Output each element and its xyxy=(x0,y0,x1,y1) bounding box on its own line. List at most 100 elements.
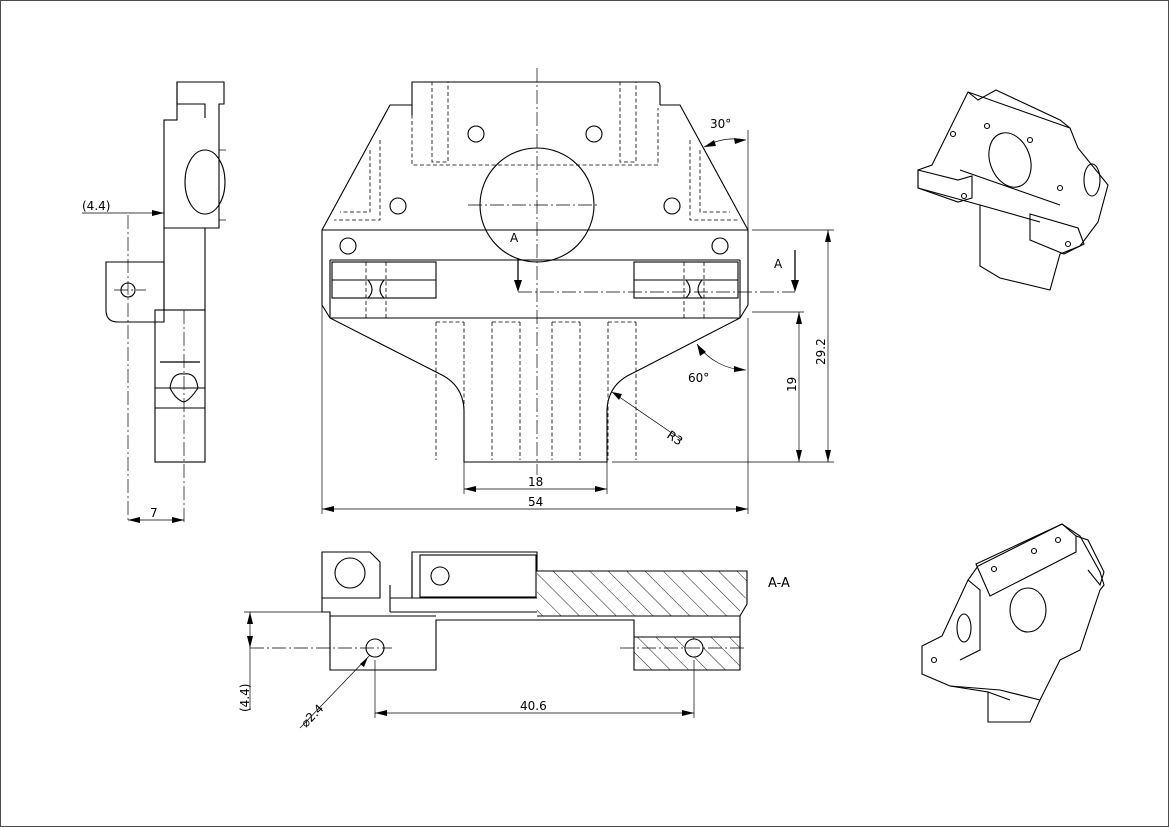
iso-top-edges xyxy=(959,169,1061,223)
hidden-pocket-top xyxy=(411,108,659,166)
side-view-step xyxy=(176,82,206,118)
iso-top-bore xyxy=(988,132,1032,188)
iso-top-hole xyxy=(983,122,991,130)
hidden-left-pocket xyxy=(334,140,381,221)
iso-bottom-hole xyxy=(930,656,938,664)
side-view-lower-body xyxy=(154,309,206,463)
hidden-right-pocket xyxy=(689,140,738,221)
dim-side-offset-label: (4.4) xyxy=(82,199,110,213)
dim-arrow xyxy=(734,366,746,372)
dim-lower-height-label: 19 xyxy=(785,377,799,392)
rail-left-groove xyxy=(367,279,385,299)
dim-arrow xyxy=(796,450,802,462)
dim-arrow xyxy=(704,140,716,147)
cut-marker-left: A xyxy=(510,231,519,245)
hidden-slot-left xyxy=(431,81,449,163)
section-label: A-A xyxy=(768,576,790,591)
dim-section-offset-label: (4.4) xyxy=(238,684,252,712)
hole-top-right xyxy=(585,125,603,143)
slot-4 xyxy=(607,321,637,460)
iso-top-ridge xyxy=(967,89,1071,129)
dim-arrow xyxy=(247,612,253,624)
dim-diameter-label: ⌀2.4 xyxy=(298,701,326,730)
iso-bottom-top-block xyxy=(975,523,1077,597)
dim-arrow xyxy=(825,230,831,242)
section-arrowhead-right xyxy=(791,280,799,292)
dim-arrow xyxy=(796,312,802,324)
dim-radius-leader xyxy=(611,391,683,441)
dim-arrow xyxy=(322,506,334,512)
section-left-bore xyxy=(334,557,366,589)
dim-diameter-leader xyxy=(299,654,371,729)
slot-3 xyxy=(551,321,581,460)
slot-1 xyxy=(435,321,465,460)
section-mid-hole xyxy=(430,566,450,586)
iso-bottom-right-wing xyxy=(1075,535,1105,587)
dim-angle-lower-arc xyxy=(696,343,747,371)
hole-mid-left xyxy=(389,197,407,215)
iso-top-hole xyxy=(1064,240,1072,248)
hole-low-left xyxy=(339,237,357,255)
section-arrowhead-left xyxy=(514,280,522,292)
hole-low-right xyxy=(711,237,729,255)
rail-right-groove xyxy=(685,279,703,299)
iso-bottom-hole xyxy=(1030,547,1038,555)
dim-arrow xyxy=(375,710,387,716)
iso-bottom-base-edges xyxy=(949,685,1041,701)
cut-marker-right: A xyxy=(774,257,783,271)
iso-top-hole xyxy=(949,130,957,138)
iso-bottom-side-bore xyxy=(956,613,972,643)
dim-angle-top-label: 30° xyxy=(710,117,731,131)
side-view-v-groove xyxy=(169,373,199,403)
dim-total-height-label: 29.2 xyxy=(814,338,828,365)
section-mid-block xyxy=(419,554,537,598)
side-view-bore-ellipse xyxy=(184,149,226,215)
dim-arrow xyxy=(825,450,831,462)
iso-top-left-block xyxy=(917,169,973,203)
section-hatch-upper xyxy=(537,571,747,616)
iso-top-hole xyxy=(960,192,968,200)
dim-arrow xyxy=(595,486,607,492)
rail-hidden-lines xyxy=(365,262,705,318)
iso-bottom-bore xyxy=(1009,587,1047,633)
iso-top-hole xyxy=(1056,184,1064,192)
dim-arrow xyxy=(152,210,164,216)
isometric-view-top xyxy=(917,89,1109,291)
dim-hole-spacing-label: 40.6 xyxy=(520,699,547,713)
hole-mid-right xyxy=(663,197,681,215)
dim-arrow xyxy=(172,517,184,523)
dim-radius-label: R3 xyxy=(664,428,685,449)
iso-top-side-bore xyxy=(1083,163,1101,197)
dim-arrow xyxy=(736,506,748,512)
iso-bottom-edge xyxy=(959,579,981,661)
iso-top-right-block xyxy=(1029,213,1085,255)
dim-arrow xyxy=(697,344,706,356)
front-view-top-tab xyxy=(411,81,661,115)
section-left-block xyxy=(321,551,381,599)
side-view-upper-outline xyxy=(163,81,225,311)
iso-top-hole xyxy=(1026,136,1034,144)
dim-arrow xyxy=(128,517,140,523)
dim-arrow xyxy=(360,657,368,667)
hole-top-left xyxy=(467,125,485,143)
dim-slot-width-label: 18 xyxy=(528,475,543,489)
dim-arrow xyxy=(612,392,622,400)
dim-angle-lower-label: 60° xyxy=(688,371,709,385)
dim-overall-width-label: 54 xyxy=(528,495,543,509)
dim-arrow xyxy=(464,486,476,492)
section-view: (4.4) ⌀2.4 40.6 A-A xyxy=(238,551,790,730)
dim-arrow xyxy=(247,636,253,648)
dim-arrow xyxy=(734,138,746,144)
front-view: A A 30° 60° R3 29.2 19 18 xyxy=(321,68,834,514)
section-outline xyxy=(321,551,748,671)
isometric-view-bottom xyxy=(921,523,1105,723)
dim-arrow xyxy=(682,710,694,716)
side-view: (4.4) 7 xyxy=(82,81,226,524)
iso-bottom-hole xyxy=(990,565,998,573)
hidden-slot-right xyxy=(619,81,637,163)
front-view-outline xyxy=(321,104,749,463)
iso-bottom-outline xyxy=(921,523,1105,723)
slot-2 xyxy=(491,321,521,460)
